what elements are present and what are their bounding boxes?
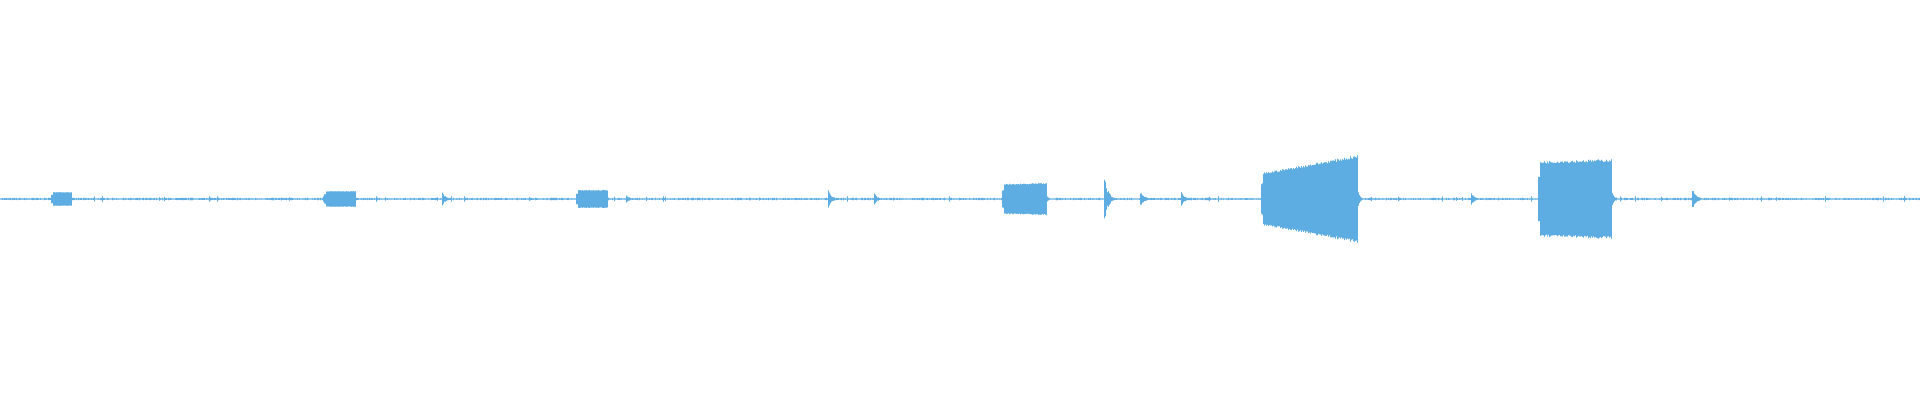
sustained-segment-4 — [1002, 183, 1053, 215]
sustained-segment-1 — [51, 192, 78, 206]
transient-5 — [874, 193, 904, 205]
transient-1 — [209, 196, 239, 202]
transient-7 — [1140, 193, 1170, 205]
sustained-segment-2 — [324, 191, 362, 207]
transient-4 — [828, 190, 858, 208]
transient-8 — [1181, 192, 1211, 206]
transient-2 — [442, 192, 472, 206]
sustained-segment-5 — [1261, 155, 1364, 243]
transient-3 — [626, 195, 656, 203]
transient-6 — [1104, 179, 1134, 219]
transient-9 — [1471, 193, 1501, 205]
sustained-segment-3 — [576, 190, 614, 208]
noise-floor — [0, 196, 1920, 202]
sustained-segment-6 — [1538, 159, 1618, 239]
transient-10 — [1692, 190, 1722, 208]
